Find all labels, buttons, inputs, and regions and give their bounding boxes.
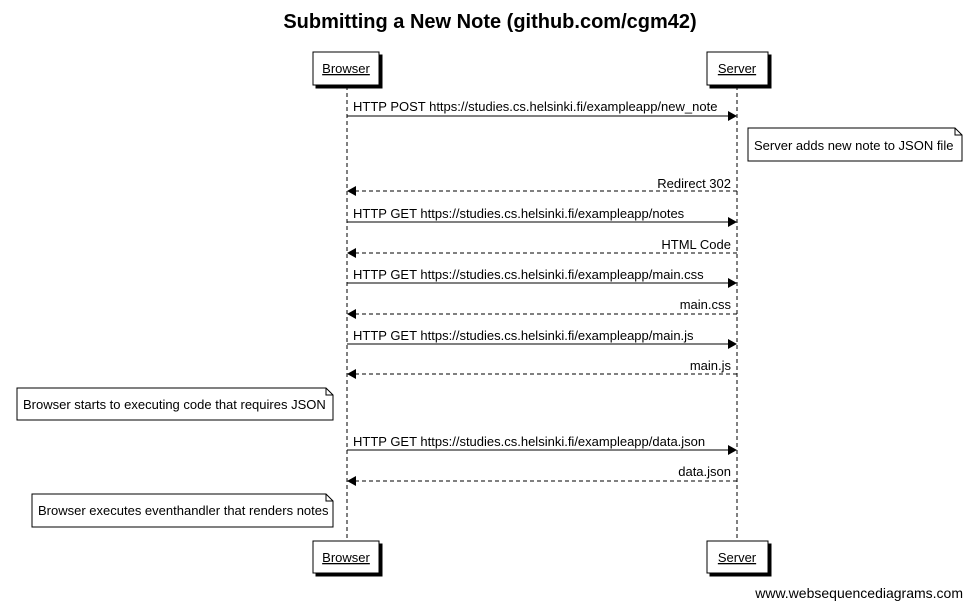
message-6: main.css <box>347 297 737 319</box>
browser-actor-label: Browser <box>322 550 370 565</box>
message-label: main.css <box>680 297 732 312</box>
arrowhead-icon <box>347 476 356 486</box>
note-text: Browser executes eventhandler that rende… <box>38 503 329 518</box>
arrowhead-icon <box>728 278 737 288</box>
browser-actor-bottom: Browser <box>312 540 380 574</box>
message-label: Redirect 302 <box>657 176 731 191</box>
note-browser-1: Browser starts to executing code that re… <box>16 387 334 421</box>
server-actor-top: Server <box>706 51 769 86</box>
message-label: data.json <box>678 464 731 479</box>
message-4: HTML Code <box>347 237 737 258</box>
server-actor-bottom: Server <box>706 540 769 574</box>
message-3: HTTP GET https://studies.cs.helsinki.fi/… <box>347 206 737 227</box>
message-1: HTTP POST https://studies.cs.helsinki.fi… <box>347 99 737 121</box>
footer-watermark: www.websequencediagrams.com <box>754 585 963 601</box>
arrowhead-icon <box>728 445 737 455</box>
message-10: data.json <box>347 464 737 486</box>
message-label: HTTP GET https://studies.cs.helsinki.fi/… <box>353 267 704 282</box>
note-text: Browser starts to executing code that re… <box>23 397 326 412</box>
message-label: HTML Code <box>661 237 731 252</box>
message-5: HTTP GET https://studies.cs.helsinki.fi/… <box>347 267 737 288</box>
arrowhead-icon <box>347 186 356 196</box>
note-text: Server adds new note to JSON file <box>754 138 953 153</box>
arrowhead-icon <box>728 111 737 121</box>
message-label: main.js <box>690 358 732 373</box>
arrowhead-icon <box>347 248 356 258</box>
message-label: HTTP POST https://studies.cs.helsinki.fi… <box>353 99 717 114</box>
message-2: Redirect 302 <box>347 176 737 196</box>
arrowhead-icon <box>728 339 737 349</box>
arrowhead-icon <box>347 369 356 379</box>
browser-actor-top: Browser <box>312 51 380 86</box>
message-7: HTTP GET https://studies.cs.helsinki.fi/… <box>347 328 737 349</box>
message-8: main.js <box>347 358 737 379</box>
message-label: HTTP GET https://studies.cs.helsinki.fi/… <box>353 434 705 449</box>
arrowhead-icon <box>728 217 737 227</box>
message-9: HTTP GET https://studies.cs.helsinki.fi/… <box>347 434 737 455</box>
message-label: HTTP GET https://studies.cs.helsinki.fi/… <box>353 328 694 343</box>
server-actor-label: Server <box>718 550 757 565</box>
diagram-title: Submitting a New Note (github.com/cgm42) <box>283 11 696 33</box>
browser-actor-label: Browser <box>322 61 370 76</box>
note-browser-2: Browser executes eventhandler that rende… <box>31 493 334 528</box>
server-actor-label: Server <box>718 61 757 76</box>
note-server: Server adds new note to JSON file <box>747 127 963 162</box>
arrowhead-icon <box>347 309 356 319</box>
message-label: HTTP GET https://studies.cs.helsinki.fi/… <box>353 206 685 221</box>
